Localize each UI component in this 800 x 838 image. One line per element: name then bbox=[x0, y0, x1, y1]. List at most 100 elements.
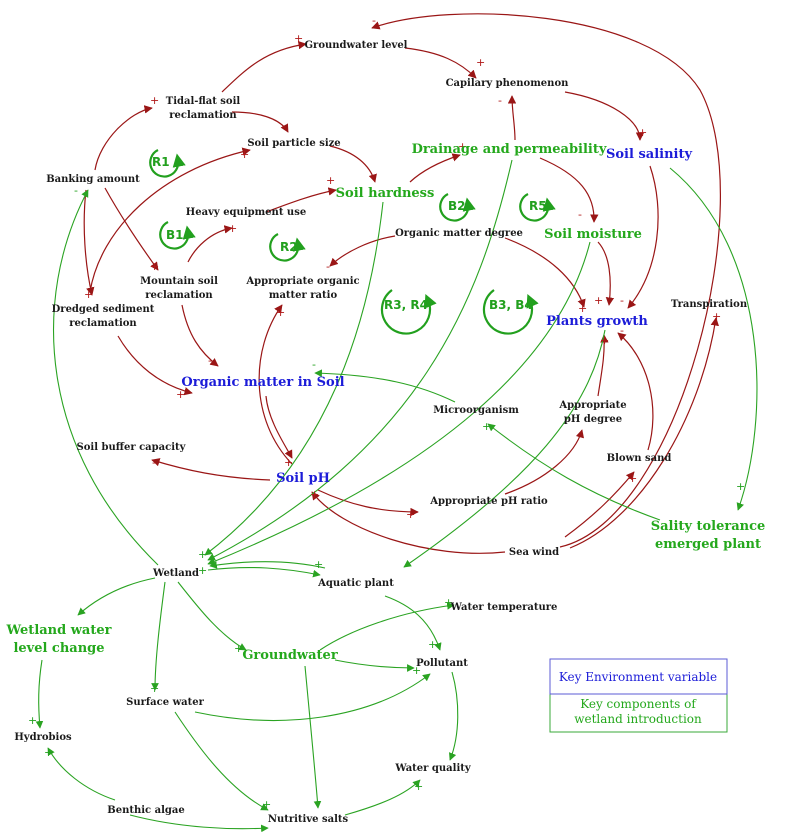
node-water-quality: Water quality bbox=[394, 763, 472, 774]
svg-text:+: + bbox=[412, 664, 421, 677]
svg-text:+: + bbox=[428, 638, 437, 651]
legend-components-box bbox=[549, 693, 728, 733]
svg-text:+: + bbox=[736, 480, 745, 493]
link-organic-matter-to-soil-ph bbox=[265, 395, 293, 459]
node-sea-wind: Sea wind bbox=[509, 547, 559, 558]
link-organic-degree-to-plants-growth bbox=[504, 237, 586, 308]
link-groundwater-to-pollutant bbox=[334, 659, 415, 672]
svg-text:+: + bbox=[28, 714, 37, 727]
soil-links bbox=[83, 13, 721, 554]
link-benthic-to-hydrobios bbox=[47, 747, 116, 801]
svg-text:-: - bbox=[282, 120, 286, 133]
node-soil-hardness: Soil hardness bbox=[336, 186, 435, 201]
link-banking-to-tidal-flat bbox=[94, 105, 153, 171]
svg-text:+: + bbox=[176, 388, 185, 401]
svg-text:-: - bbox=[208, 354, 212, 367]
link-wetland-to-groundwater bbox=[177, 581, 247, 651]
node-blown-sand: Blown sand bbox=[607, 453, 672, 464]
link-appropriate-ph-ratio-to-ph-degree bbox=[504, 429, 584, 495]
node-soil-ph: Soil pH bbox=[276, 471, 330, 486]
svg-text:-: - bbox=[326, 260, 330, 273]
node-appropriate-om-line1: Appropriate organic bbox=[245, 276, 359, 287]
node-benthic-algae: Benthic algae bbox=[107, 805, 184, 816]
svg-text:+: + bbox=[712, 310, 721, 323]
node-heavy-equipment-use: Heavy equipment use bbox=[186, 207, 306, 218]
link-wetland-to-wetland-water bbox=[77, 577, 156, 616]
link-drainage-to-capilary bbox=[507, 95, 517, 141]
node-sality-line1: Sality tolerance bbox=[651, 519, 766, 534]
node-appropriate-ph-line1: Appropriate bbox=[558, 400, 626, 411]
loop-r2-label: R2 bbox=[280, 240, 298, 254]
node-soil-particle-size: Soil particle size bbox=[247, 138, 340, 149]
svg-text:-: - bbox=[152, 456, 156, 469]
link-groundwater-to-water-temperature bbox=[319, 602, 455, 651]
svg-text:+: + bbox=[262, 798, 271, 811]
svg-text:-: - bbox=[498, 94, 502, 107]
svg-text:+: + bbox=[476, 56, 485, 69]
link-tidal-flat-to-groundwater-level bbox=[221, 40, 307, 93]
node-groundwater-level: Groundwater level bbox=[305, 40, 408, 51]
loop-r3r4-label: R3, R4 bbox=[384, 298, 428, 312]
svg-text:-: - bbox=[620, 294, 624, 307]
link-sea-wind-to-soil-ph bbox=[311, 491, 506, 554]
node-mountain-line1: Mountain soil bbox=[140, 276, 218, 287]
node-sality-line2: emerged plant bbox=[655, 537, 761, 552]
svg-text:+: + bbox=[444, 596, 453, 609]
link-banking-to-dredged bbox=[83, 189, 95, 296]
link-soil-hardness-to-drainage bbox=[409, 153, 461, 183]
svg-text:+: + bbox=[628, 472, 637, 485]
node-pollutant: Pollutant bbox=[416, 658, 468, 669]
loop-r2-ring-icon bbox=[269, 233, 306, 262]
node-soil-salinity: Soil salinity bbox=[606, 147, 692, 162]
link-organic-degree-to-appropriate-om bbox=[329, 235, 396, 267]
link-aquatic-to-wetland bbox=[209, 561, 326, 569]
node-microorganism: Microorganism bbox=[433, 405, 519, 416]
node-appropriate-om-line2: matter ratio bbox=[269, 290, 338, 301]
svg-text:-: - bbox=[578, 208, 582, 221]
loop-r5-label: R5 bbox=[529, 199, 547, 213]
svg-text:+: + bbox=[228, 222, 237, 235]
link-pollutant-to-water-quality bbox=[448, 671, 459, 761]
node-transpiration: Transpiration bbox=[671, 299, 748, 310]
svg-text:+: + bbox=[314, 558, 323, 571]
node-tidal-flat-line2: reclamation bbox=[169, 110, 237, 121]
svg-text:+: + bbox=[310, 488, 319, 501]
link-drainage-to-wetland bbox=[207, 159, 513, 561]
link-benthic-to-nutritive bbox=[129, 814, 269, 833]
svg-text:+: + bbox=[44, 746, 53, 759]
link-soil-ph-to-appropriate-ph-ratio bbox=[317, 489, 419, 517]
svg-text:+: + bbox=[326, 174, 335, 187]
loop-b2-label: B2 bbox=[448, 199, 466, 213]
legend-key-variable-label: Key Environment variable bbox=[559, 670, 717, 684]
node-mountain-line2: reclamation bbox=[145, 290, 213, 301]
svg-text:-: - bbox=[74, 184, 78, 197]
svg-text:+: + bbox=[240, 148, 249, 161]
svg-text:+: + bbox=[600, 334, 609, 347]
node-water-temperature: Water temperature bbox=[450, 602, 558, 613]
loop-b2-ring-icon bbox=[439, 193, 476, 222]
node-dredged-line2: reclamation bbox=[69, 318, 137, 329]
node-soil-buffer-capacity: Soil buffer capacity bbox=[77, 442, 187, 453]
link-soil-salinity-to-plants-growth bbox=[627, 165, 659, 309]
loop-markers: R1 B1 R2 B2 R5 R3, R4 B3, B4 bbox=[149, 149, 556, 335]
link-sea-wind-to-groundwater-level bbox=[371, 13, 721, 548]
loop-r1-upper-label: R1 bbox=[152, 155, 170, 169]
node-plants-growth: Plants growth bbox=[546, 314, 648, 329]
svg-text:+: + bbox=[150, 682, 159, 695]
node-wetland: Wetland bbox=[152, 568, 199, 579]
link-surface-water-to-pollutant bbox=[194, 673, 431, 721]
link-wetland-to-banking bbox=[52, 189, 159, 566]
link-soil-particle-to-soil-hardness bbox=[329, 145, 377, 183]
node-banking-amount: Banking amount bbox=[46, 174, 140, 185]
link-soil-ph-to-appropriate-om bbox=[258, 304, 293, 465]
loop-b1-label: B1 bbox=[166, 228, 184, 242]
link-wetland-to-surface-water bbox=[151, 581, 166, 691]
link-soil-moisture-to-wetland bbox=[207, 241, 591, 565]
node-organic-matter-degree: Organic matter degree bbox=[395, 228, 523, 239]
node-nutritive-salts: Nutritive salts bbox=[268, 814, 349, 825]
node-surface-water: Surface water bbox=[126, 697, 205, 708]
polarity-signs: - + + + + - - + + + + - - + - + - + + - … bbox=[28, 14, 745, 811]
svg-text:+: + bbox=[414, 780, 423, 793]
